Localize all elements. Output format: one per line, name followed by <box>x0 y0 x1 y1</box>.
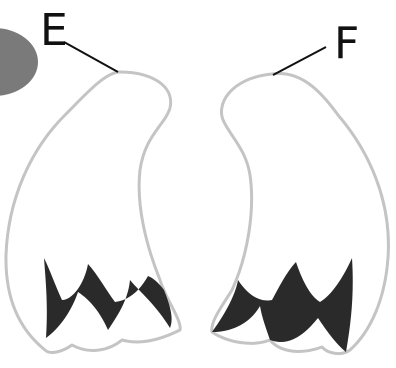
label-f: F <box>334 18 359 69</box>
leader-line-e <box>64 42 118 72</box>
right-wing <box>212 73 389 353</box>
label-e: E <box>40 5 68 56</box>
leader-line-f <box>273 47 326 75</box>
left-wing <box>6 72 180 352</box>
left-wing-body <box>6 72 180 352</box>
gray-ellipse <box>0 28 38 96</box>
